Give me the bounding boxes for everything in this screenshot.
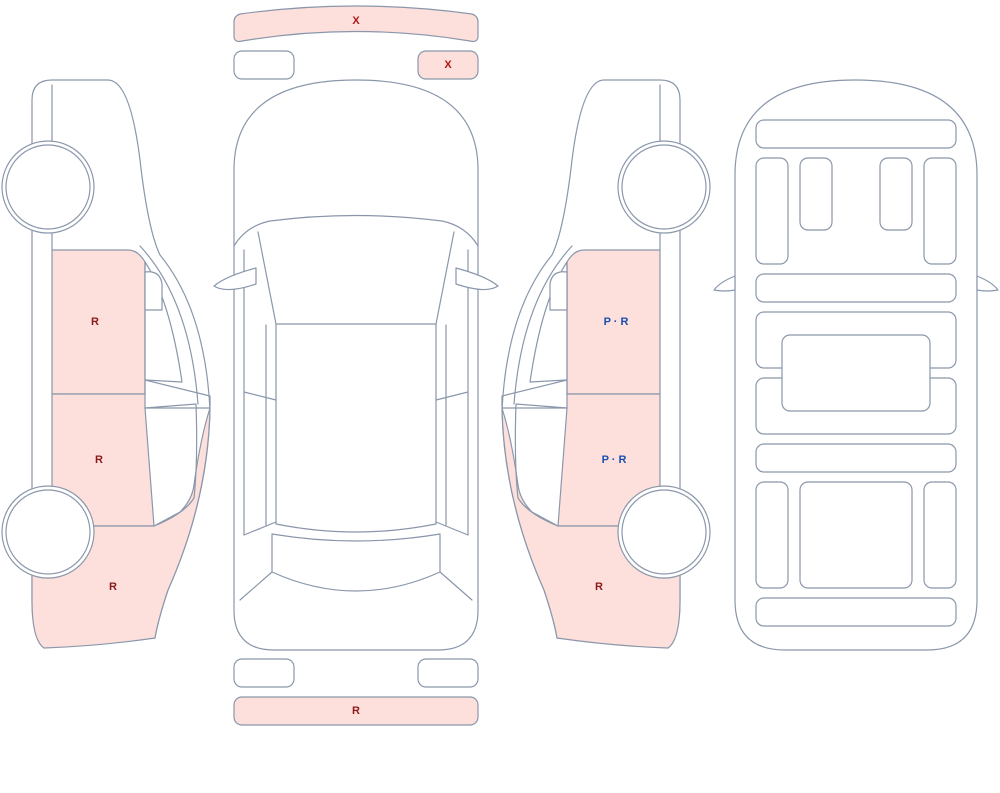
underbody-right-mirror[interactable] xyxy=(976,275,999,292)
trunk-lines xyxy=(239,571,473,601)
roof[interactable] xyxy=(275,323,437,533)
underbody-outline xyxy=(734,79,978,651)
right-side-rail xyxy=(435,249,469,536)
left-rear-wheel[interactable] xyxy=(1,485,95,579)
left-front-door-mark: R xyxy=(91,316,99,328)
front-left-headlight[interactable] xyxy=(233,50,295,80)
left-door-split xyxy=(144,379,211,409)
rear-right-rail[interactable] xyxy=(923,481,957,589)
front-crossmember[interactable] xyxy=(755,119,957,149)
right-mirror-top[interactable] xyxy=(455,267,499,291)
front-right-headlight-mark: X xyxy=(444,59,452,71)
front-right-mount[interactable] xyxy=(879,157,913,231)
rear-right-taillight[interactable] xyxy=(417,658,479,688)
rear-bumper[interactable] xyxy=(233,696,479,726)
top-body-outline xyxy=(233,79,479,651)
right-rear-door-mark: P · R xyxy=(602,454,627,466)
top-view xyxy=(213,79,499,651)
rear-crossmember[interactable] xyxy=(755,443,957,473)
hood[interactable] xyxy=(233,214,479,247)
front-bumper[interactable] xyxy=(233,5,479,43)
firewall-crossmember[interactable] xyxy=(755,273,957,303)
right-rear-wheel[interactable] xyxy=(617,485,711,579)
underbody-left-mirror[interactable] xyxy=(713,275,736,292)
right-rear-quarter[interactable] xyxy=(501,407,681,649)
left-rear-quarter-mark: R xyxy=(109,581,117,593)
rear-bumper-mark: R xyxy=(352,705,360,717)
right-mirror[interactable] xyxy=(549,271,568,311)
right-door-split xyxy=(501,379,568,409)
right-front-door-mark: P · R xyxy=(604,316,629,328)
rear-left-rail[interactable] xyxy=(755,481,789,589)
left-front-wheel-rim xyxy=(5,144,91,230)
right-rear-quarter-mark: R xyxy=(595,581,603,593)
left-rear-quarter[interactable] xyxy=(31,407,211,649)
front-left-mount[interactable] xyxy=(799,157,833,231)
right-side-view: P · R P · R R xyxy=(501,79,711,649)
right-front-wheel-rim xyxy=(621,144,707,230)
left-mirror-top[interactable] xyxy=(213,267,257,291)
left-rear-wheel-rim xyxy=(5,489,91,575)
left-mirror[interactable] xyxy=(144,271,163,311)
underbody-view xyxy=(713,79,999,651)
spare-wheel-well[interactable] xyxy=(799,481,913,589)
center-tunnel[interactable] xyxy=(781,334,931,412)
rear-panel[interactable] xyxy=(755,597,957,627)
left-rear-door-mark: R xyxy=(95,454,103,466)
front-left-rail[interactable] xyxy=(755,157,789,265)
left-front-wheel[interactable] xyxy=(1,140,95,234)
right-rear-wheel-rim xyxy=(621,489,707,575)
right-front-wheel[interactable] xyxy=(617,140,711,234)
rear-left-taillight[interactable] xyxy=(233,658,295,688)
front-right-rail[interactable] xyxy=(923,157,957,265)
front-right-headlight[interactable] xyxy=(417,50,479,80)
left-side-rail xyxy=(243,249,277,536)
left-side-view: R R R xyxy=(1,79,211,649)
windshield[interactable] xyxy=(257,231,455,325)
front-bumper-mark: X xyxy=(352,15,360,27)
rear-window[interactable] xyxy=(271,533,441,592)
